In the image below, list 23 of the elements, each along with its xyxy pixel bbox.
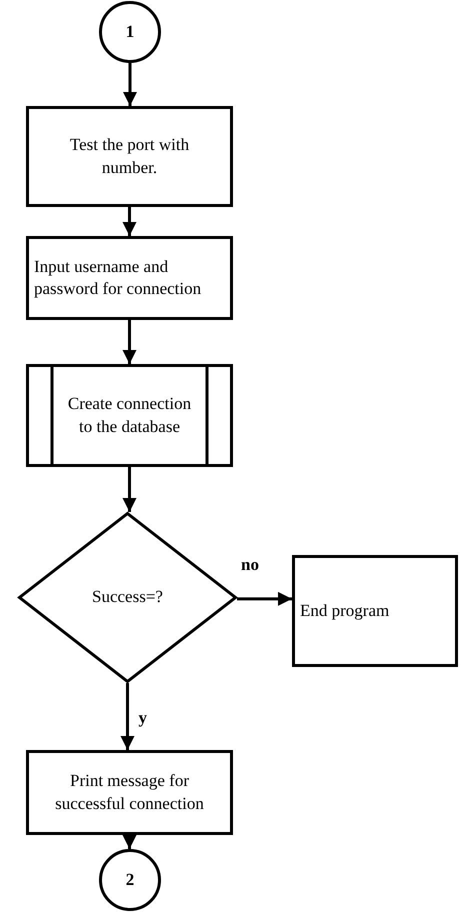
predefined-process-box — [26, 364, 233, 467]
process-box — [26, 106, 233, 207]
process-box — [292, 555, 458, 667]
node-text: Success=? — [91, 586, 164, 608]
process-box — [26, 236, 233, 320]
arrow — [122, 835, 136, 849]
decision-diamond — [18, 512, 237, 683]
node-text: Input username and password for connection — [34, 256, 202, 300]
arrow — [237, 592, 292, 606]
node-text: End program — [300, 600, 390, 622]
connector-circle — [99, 849, 161, 911]
connector-circle — [99, 1, 161, 63]
arrow — [122, 207, 136, 236]
arrow — [122, 320, 136, 364]
node-text: Print message for successful connection — [54, 770, 205, 814]
arrow — [122, 467, 136, 512]
node-text: Create connection to the database — [66, 393, 192, 438]
arrow — [120, 683, 134, 750]
node-text: 2 — [124, 868, 136, 891]
arrow — [123, 63, 137, 106]
node-text: Test the port with number. — [68, 134, 190, 178]
process-box — [26, 750, 233, 835]
node-text: 1 — [124, 20, 136, 43]
